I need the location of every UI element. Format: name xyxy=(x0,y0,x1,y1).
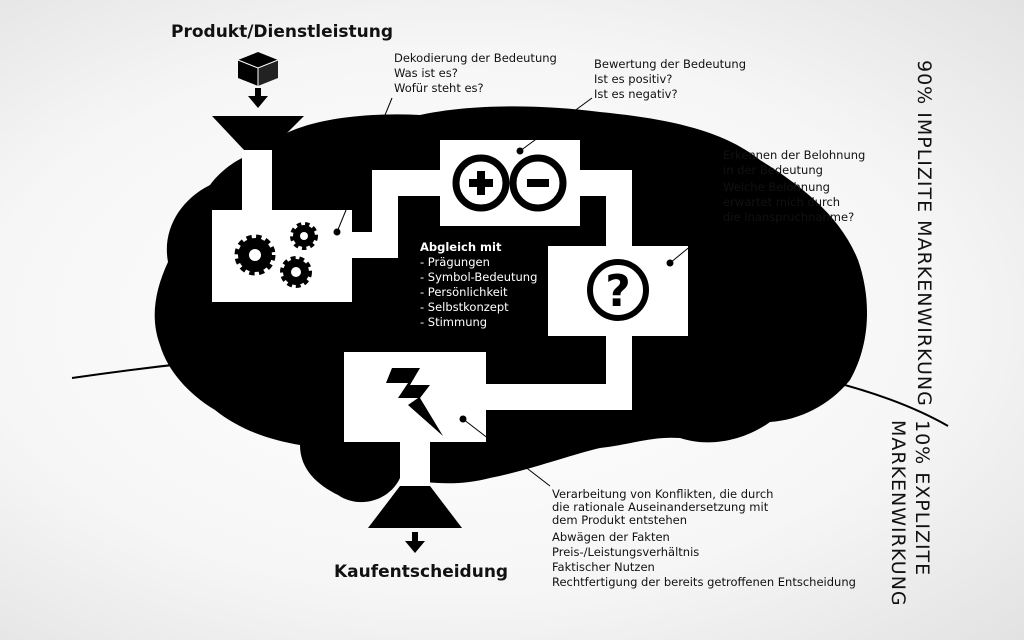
reward-callout: Erkennen der Belohnung in der Bedeutung … xyxy=(723,148,865,225)
implicit-label: 90% IMPLIZITE MARKENWIRKUNG xyxy=(913,60,935,407)
matching-item: - Persönlichkeit xyxy=(420,285,508,299)
conflict-callout: Verarbeitung von Konflikten, die durch d… xyxy=(552,488,856,590)
decoding-callout: Dekodierung der Bedeutung Was ist es? Wo… xyxy=(394,51,557,96)
matching-item: - Selbstkonzept xyxy=(420,300,509,314)
conflict-line: Abwägen der Fakten xyxy=(552,530,670,544)
conflict-heading: Verarbeitung von Konflikten, die durch xyxy=(552,487,774,501)
reward-line: Welche Belohnung xyxy=(723,180,830,194)
conflict-line: Rechtfertigung der bereits getroffenen E… xyxy=(552,575,856,589)
lightning-icon xyxy=(386,368,443,436)
svg-text:?: ? xyxy=(605,266,631,317)
implicit-explicit-divider xyxy=(71,345,949,427)
gears-box xyxy=(212,210,352,302)
funnel-icon xyxy=(212,116,304,150)
brain-silhouette xyxy=(154,106,868,503)
cube-icon xyxy=(237,52,279,86)
matching-callout: Abgleich mit - Prägungen - Symbol-Bedeut… xyxy=(420,240,537,330)
output-arrow-down-icon xyxy=(405,532,425,553)
output-funnel-icon xyxy=(368,486,462,528)
callout-lines xyxy=(333,97,721,487)
gears-icon xyxy=(234,222,318,288)
explicit-label-line: MARKENWIRKUNG xyxy=(887,420,909,607)
arrow-down-icon xyxy=(248,88,268,108)
decoding-line: Was ist es? xyxy=(394,66,458,80)
decoding-heading: Dekodierung der Bedeutung xyxy=(394,51,557,65)
matching-item: - Stimmung xyxy=(420,315,488,329)
evaluation-line: Ist es negativ? xyxy=(594,87,678,101)
conflict-line: Preis-/Leistungsverhältnis xyxy=(552,545,700,559)
plus-minus-icon xyxy=(452,154,567,212)
explicit-label: 10% EXPLIZITE MARKENWIRKUNG xyxy=(886,420,934,607)
matching-item: - Prägungen xyxy=(420,255,490,269)
evaluation-heading: Bewertung der Bedeutung xyxy=(594,57,746,71)
evaluation-callout: Bewertung der Bedeutung Ist es positiv? … xyxy=(594,57,746,102)
output-label: Kaufentscheidung xyxy=(334,562,509,582)
question-mark-icon: ? xyxy=(587,259,649,321)
explicit-label-line: 10% EXPLIZITE xyxy=(911,420,933,577)
conflict-heading: dem Produkt entstehen xyxy=(552,513,687,527)
decoding-line: Wofür steht es? xyxy=(394,81,484,95)
evaluation-line: Ist es positiv? xyxy=(594,72,673,86)
input-label: Produkt/Dienstleistung xyxy=(171,22,394,42)
reward-line: erwartet mich durch xyxy=(723,195,841,209)
matching-item: - Symbol-Bedeutung xyxy=(420,270,538,284)
reward-line: die Inanspruchnahme? xyxy=(723,210,855,224)
reward-heading: Erkennen der Belohnung xyxy=(723,148,866,162)
reward-heading: in der Bedeutung xyxy=(723,163,823,177)
conflict-line: Faktischer Nutzen xyxy=(552,560,655,574)
conflict-heading: die rationale Auseinandersetzung mit xyxy=(552,500,769,514)
flow-pipe xyxy=(242,150,632,490)
matching-heading: Abgleich mit xyxy=(420,240,502,254)
